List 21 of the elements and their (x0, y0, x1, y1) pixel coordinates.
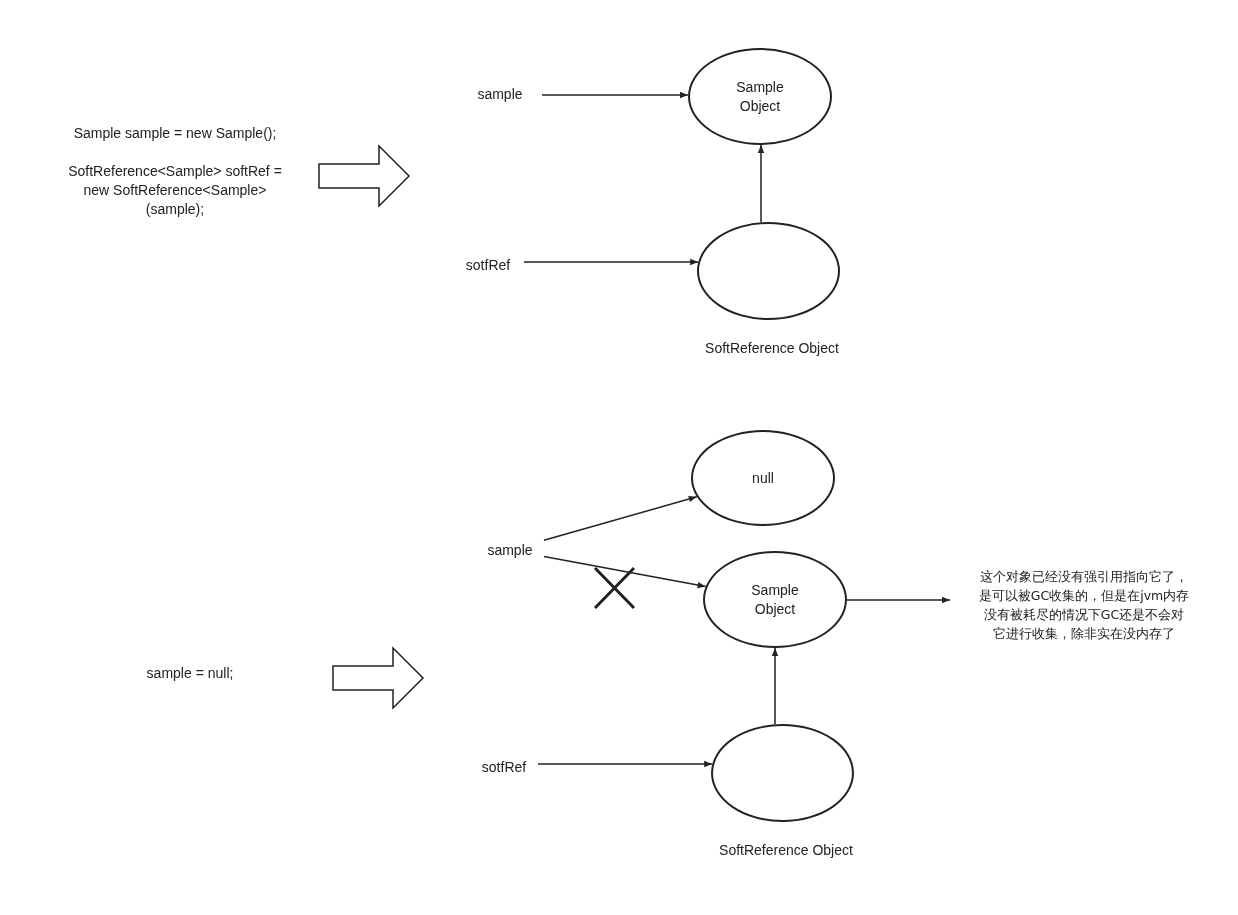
arrow (846, 596, 951, 604)
variable-name: sample (487, 540, 533, 560)
arrow (543, 555, 707, 589)
code-text: sample = null; (145, 664, 235, 683)
object-label: Sample Object (750, 580, 800, 619)
arrow (541, 91, 689, 99)
object-caption: SoftReference Object (718, 841, 854, 860)
arrow (523, 258, 699, 266)
object-caption: SoftReference Object (704, 339, 840, 358)
variable-name: sotfRef (481, 757, 527, 777)
arrow (771, 647, 779, 726)
code-text: Sample sample = new Sample(); (72, 124, 278, 143)
arrow (543, 495, 698, 542)
arrow (757, 144, 765, 224)
object-label: Sample Object (735, 77, 785, 116)
variable-name: sotfRef (465, 255, 511, 275)
variable-name: sample (477, 84, 523, 104)
code-text: SoftReference<Sample> softRef = new SoftReference<Sample> (sample); (67, 162, 283, 219)
note-text: 这个对象已经没有强引用指向它了，是可以被GC收集的，但是在jvm内存没有被耗尽的情况下GC还是不会对它进行收集，除非实在没内存了 (978, 568, 1190, 643)
arrow (537, 760, 713, 768)
object-label: null (751, 468, 775, 488)
